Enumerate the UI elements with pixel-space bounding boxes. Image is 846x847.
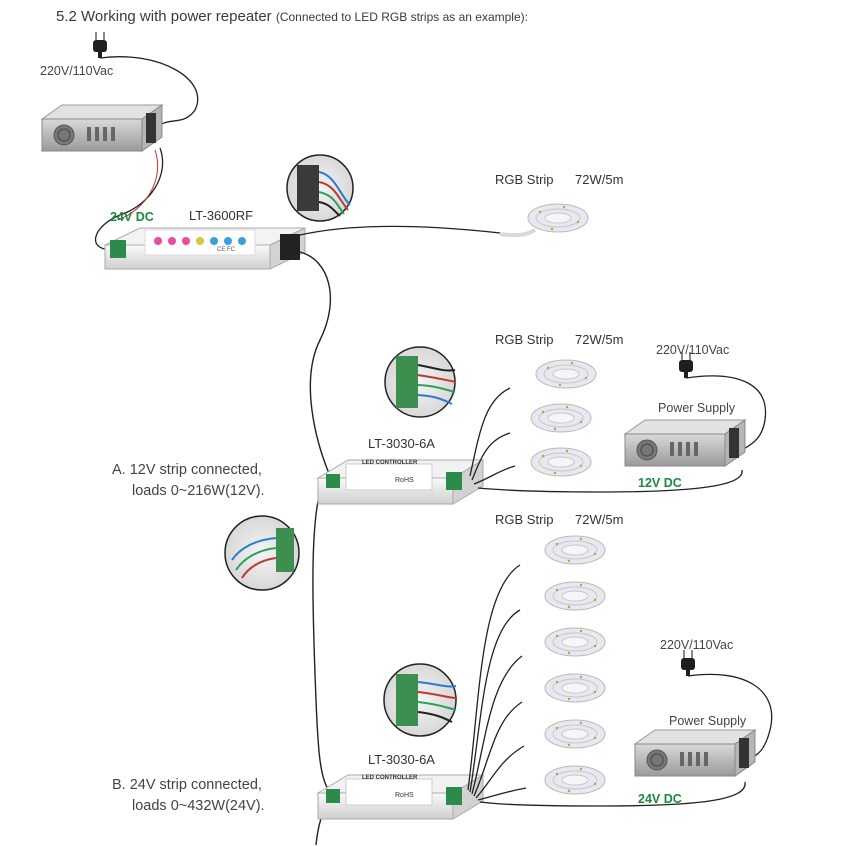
rgb-strip-reel-b5-icon (544, 719, 606, 749)
mains-plug-b-icon (680, 649, 696, 677)
top-mains-label: 220V/110Vac (40, 64, 114, 78)
b-psu-label: Power Supply (669, 714, 747, 728)
b-device-print: LED CONTROLLER (362, 775, 418, 781)
terminal-zoom-a-icon (384, 346, 457, 418)
a-strip-label: RGB Strip (495, 332, 554, 347)
top-dc-label: 24V DC (110, 210, 154, 224)
rgb-strip-reel-b2-icon (544, 581, 606, 611)
top-strip-rating: 72W/5m (575, 172, 624, 187)
a-repeater-label: LT-3030-6A (368, 436, 435, 451)
b-strip-rating: 72W/5m (575, 512, 624, 527)
rgb-strip-reel-a3-icon (530, 447, 592, 477)
a-device-print: LED CONTROLLER (362, 460, 418, 466)
b-strip-label: RGB Strip (495, 512, 554, 527)
signal-cable-b (312, 484, 331, 793)
page-title: 5.2 Working with power repeater (Connect… (56, 8, 528, 25)
dc-cable (95, 147, 164, 251)
top-strip-label: RGB Strip (495, 172, 554, 187)
rgb-strip-reel-icon (527, 203, 589, 233)
top-device-ce: CE FC (217, 247, 235, 253)
a-device-rohs: RoHS (395, 477, 414, 484)
power-supply-a-icon (624, 419, 746, 467)
b-note-line1: B. 24V strip connected, (112, 777, 262, 793)
signal-cable-a (299, 251, 332, 477)
terminal-zoom-top-icon (286, 154, 354, 222)
a-note-line2: loads 0~216W(12V). (132, 483, 265, 499)
a-psu-label: Power Supply (658, 401, 736, 415)
b-mains-label: 220V/110Vac (660, 638, 734, 652)
terminal-zoom-side-icon (224, 515, 300, 591)
a-mains-label: 220V/110Vac (656, 343, 730, 357)
title-main: 5.2 Working with power repeater (56, 8, 272, 25)
title-sub: (Connected to LED RGB strips as an examp… (275, 10, 528, 24)
rgb-strip-reel-b1-icon (544, 535, 606, 565)
rgb-strip-reel-b6-icon (544, 765, 606, 795)
terminal-zoom-b-icon (383, 663, 458, 737)
mains-cable (99, 56, 199, 126)
rgb-strip-reel-b4-icon (544, 673, 606, 703)
rgb-strip-reel-a2-icon (530, 403, 592, 433)
a-strip-rating: 72W/5m (575, 332, 624, 347)
a-note-line1: A. 12V strip connected, (112, 462, 262, 478)
b-device-rohs: RoHS (395, 792, 414, 799)
rgb-strip-reel-a1-icon (535, 359, 597, 389)
mains-plug-icon (92, 31, 108, 59)
rgb-strip-reel-b3-icon (544, 627, 606, 657)
power-supply-b-icon (634, 729, 756, 777)
top-controller-label: LT-3600RF (189, 208, 254, 223)
b-repeater-label: LT-3030-6A (368, 752, 435, 767)
controller-lt3600rf-icon (104, 227, 306, 270)
power-supply-icon (41, 104, 163, 152)
b-dc-label: 24V DC (638, 792, 682, 806)
a-dc-label: 12V DC (638, 476, 682, 490)
b-note-line2: loads 0~432W(24V). (132, 798, 265, 814)
